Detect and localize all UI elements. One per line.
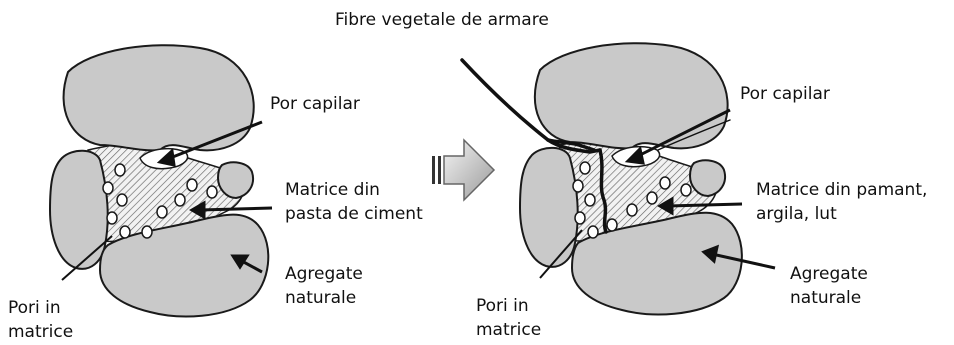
matrix-pointer xyxy=(200,208,272,210)
left-matrix-pores-label-line-2: matrice xyxy=(8,320,73,344)
pore-dot xyxy=(588,226,598,238)
right-aggregate-label-line-2: naturale xyxy=(790,286,868,310)
pore-dot xyxy=(107,212,117,224)
pore-dot xyxy=(647,192,657,204)
pore-dot xyxy=(580,162,590,174)
pore-dot xyxy=(627,204,637,216)
aggregate-left xyxy=(50,151,108,269)
right-panel xyxy=(462,43,775,314)
transition-arrow xyxy=(432,140,494,200)
left-matrix-label-line-2: pasta de ciment xyxy=(285,202,423,226)
pore-dot xyxy=(607,219,617,231)
aggregate-right xyxy=(690,160,725,196)
pore-dot xyxy=(681,184,691,196)
pore-dot xyxy=(103,182,113,194)
pore-dot xyxy=(207,186,217,198)
pore-dot xyxy=(660,177,670,189)
pore-dot xyxy=(157,206,167,218)
right-matrix-pores-label-line-2: matrice xyxy=(476,318,541,342)
left-matrix-label: Matrice din pasta de ciment xyxy=(285,178,423,226)
aggregate-right xyxy=(218,162,253,198)
pore-dot xyxy=(187,179,197,191)
aggregate-top xyxy=(64,45,254,150)
left-panel xyxy=(50,45,272,316)
right-matrix-label: Matrice din pamant, argila, lut xyxy=(756,178,927,226)
left-aggregate-label: Agregate naturale xyxy=(285,262,363,310)
right-aggregate-label: Agregate naturale xyxy=(790,262,868,310)
arrow-right-icon xyxy=(444,140,494,200)
left-aggregate-label-line-1: Agregate xyxy=(285,262,363,286)
left-pore-label: Por capilar xyxy=(270,92,360,116)
pore-dot xyxy=(573,180,583,192)
right-pore-label: Por capilar xyxy=(740,82,830,106)
right-matrix-pores-label-line-1: Pori in xyxy=(476,294,541,318)
pore-dot xyxy=(120,226,130,238)
fibre-title: Fibre vegetale de armare xyxy=(335,8,549,32)
left-matrix-label-line-1: Matrice din xyxy=(285,178,423,202)
right-matrix-pores-label: Pori in matrice xyxy=(476,294,541,342)
pore-dot xyxy=(117,194,127,206)
matrix-pointer xyxy=(668,204,742,206)
pore-dot xyxy=(175,194,185,206)
aggregate-left xyxy=(520,148,578,267)
right-matrix-label-line-1: Matrice din pamant, xyxy=(756,178,927,202)
left-matrix-pores-label: Pori in matrice xyxy=(8,296,73,344)
pore-dot xyxy=(575,212,585,224)
pore-dot xyxy=(142,226,152,238)
left-aggregate-label-line-2: naturale xyxy=(285,286,363,310)
right-matrix-label-line-2: argila, lut xyxy=(756,202,927,226)
left-matrix-pores-label-line-1: Pori in xyxy=(8,296,73,320)
pore-dot xyxy=(115,164,125,176)
right-aggregate-label-line-1: Agregate xyxy=(790,262,868,286)
pore-dot xyxy=(585,194,595,206)
